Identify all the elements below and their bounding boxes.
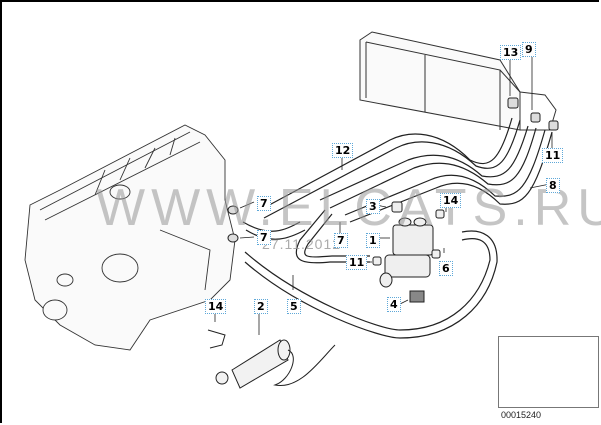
callout-13a[interactable]: 13 — [500, 45, 522, 60]
hoses-upper — [259, 117, 553, 223]
callout-3[interactable]: 3 — [366, 199, 380, 214]
watermark-text: WWW.ELCATS.RU — [96, 179, 601, 237]
clamps-heater — [507, 97, 559, 131]
callout-7a[interactable]: 7 — [257, 196, 271, 211]
callout-13b[interactable]: 14 — [440, 193, 462, 208]
water-pump — [215, 339, 336, 389]
callout-9[interactable]: 8 — [546, 178, 560, 193]
callout-10[interactable]: 9 — [522, 42, 536, 57]
vehicle-locator-thumbnail[interactable] — [498, 336, 599, 408]
clamps-7 — [227, 205, 239, 243]
heater-core — [359, 31, 557, 131]
watermark-date: 27.11.2012 — [262, 236, 342, 252]
callout-5[interactable]: 5 — [287, 299, 301, 314]
callout-1[interactable]: 1 — [366, 233, 380, 248]
callout-14[interactable]: 14 — [205, 299, 227, 314]
heater-valve — [372, 201, 445, 303]
callout-8[interactable]: 7 — [334, 233, 348, 248]
callout-7b[interactable]: 7 — [257, 230, 271, 245]
thumbnail-caption: 00015240 — [501, 410, 542, 420]
callout-11b[interactable]: 11 — [542, 148, 564, 163]
callout-11a[interactable]: 11 — [346, 255, 368, 270]
callout-6[interactable]: 6 — [439, 261, 453, 276]
callout-2[interactable]: 2 — [254, 299, 268, 314]
engine-block — [24, 124, 236, 351]
callout-12[interactable]: 12 — [332, 143, 354, 158]
callout-4[interactable]: 4 — [387, 297, 401, 312]
holder — [207, 329, 226, 349]
hoses-lower — [242, 209, 498, 339]
